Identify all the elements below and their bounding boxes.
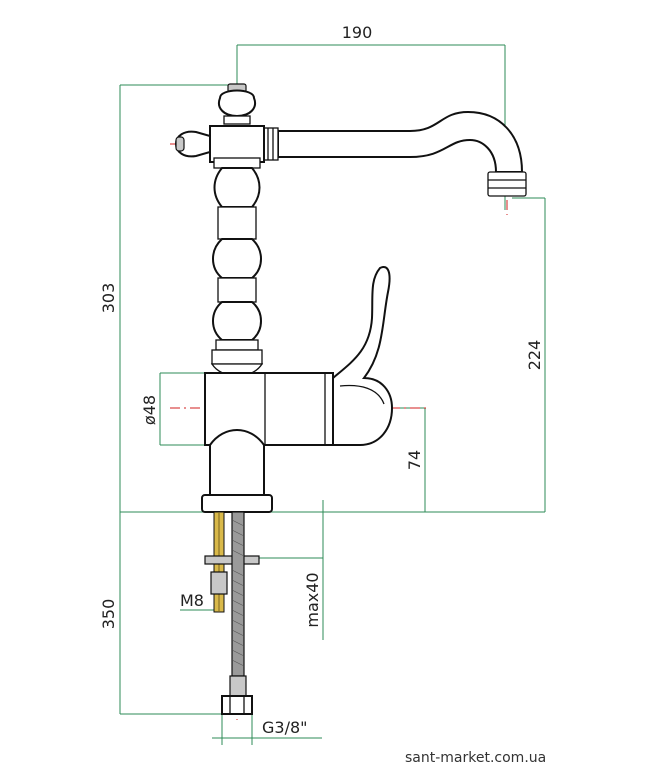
dimension-labels: 190 303 224 ø48 74 350 max40 M8 G3/8" xyxy=(99,23,544,737)
column xyxy=(213,167,261,208)
dim-max-thickness: max40 xyxy=(303,572,322,627)
base-plate xyxy=(201,494,273,513)
dim-stud-thread: M8 xyxy=(180,591,204,610)
base-neck xyxy=(209,429,265,496)
mounting-hardware xyxy=(204,511,260,715)
spout xyxy=(277,110,524,173)
head-block xyxy=(209,125,265,163)
dim-lever-height: 74 xyxy=(405,450,424,470)
flexible-hose xyxy=(231,511,245,677)
dim-spout-height: 224 xyxy=(525,340,544,371)
dim-total-height: 303 xyxy=(99,283,118,314)
dim-hose-thread: G3/8" xyxy=(262,718,308,737)
hose-ferrule xyxy=(229,675,247,697)
top-knob xyxy=(218,89,256,118)
watermark: sant-market.com.ua xyxy=(405,750,546,766)
dim-body-diameter: ø48 xyxy=(140,395,159,425)
lever-handle xyxy=(332,266,394,446)
hose-nut xyxy=(221,695,253,715)
dim-spout-reach: 190 xyxy=(342,23,373,42)
aerator xyxy=(487,171,527,197)
faucet-body xyxy=(174,83,527,513)
dim-hose-length: 350 xyxy=(99,599,118,630)
